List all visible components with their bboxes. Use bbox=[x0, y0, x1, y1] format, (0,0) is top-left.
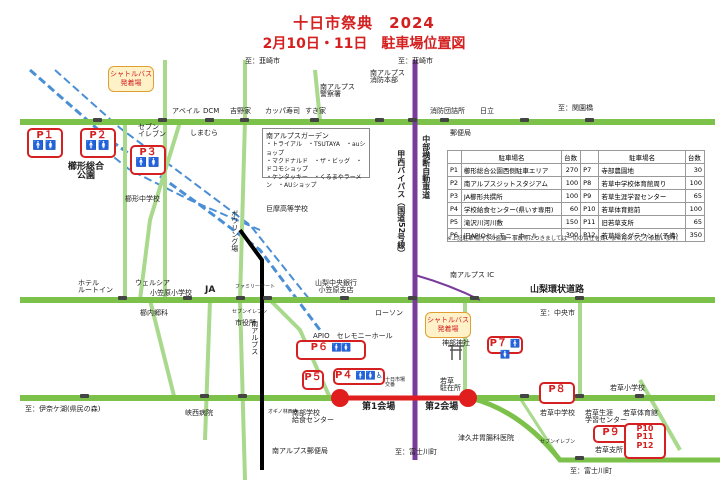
parking-p7[interactable]: P７ 🚹🚺 bbox=[487, 336, 523, 359]
toilet-icon: 🚹🚺♿ bbox=[355, 371, 383, 380]
hitachi-label: 日立 bbox=[480, 107, 494, 115]
school-center-label: 南部学校 給食センター bbox=[292, 409, 334, 424]
parking-p8[interactable]: P８ bbox=[539, 382, 575, 404]
post-label: 郵便局 bbox=[450, 129, 471, 137]
traffic-signals bbox=[80, 118, 644, 460]
kyosai-hospital-label: 峡西病院 bbox=[185, 409, 213, 417]
table-header-row: 駐車場名台数 駐車場名台数 bbox=[447, 150, 706, 164]
nishi-label: 櫛内郷科 bbox=[140, 309, 168, 317]
highway-label: 中部横断自動車道 bbox=[421, 135, 431, 199]
ogino-label: オギノ林西店 bbox=[268, 409, 298, 415]
family-label: ファミリーマート bbox=[235, 284, 276, 290]
shuttle-stop-south[interactable]: シャトルバス発着場 bbox=[425, 312, 471, 338]
apio-label: APIO セレモニーホール bbox=[313, 332, 393, 340]
shuttle-stop-north[interactable]: シャトルバス発着場 bbox=[108, 66, 154, 92]
table-note: ※上記駐車場内での盗難・事故等につきましては一切の責任を負いませんのでご了承願い… bbox=[447, 236, 682, 242]
toilet-icon: 🚹🚺 bbox=[85, 141, 111, 151]
police-label: 南アルプス 警察署 bbox=[320, 83, 355, 98]
seven2-label: セブンイレブン bbox=[232, 309, 268, 315]
parking-p4[interactable]: P４ 🚹🚺♿ bbox=[333, 368, 385, 385]
bypass-label: 甲西バイパス（国道52号線） bbox=[396, 150, 406, 258]
map-subtitle: 2月10日・11日 駐車場位置図 bbox=[262, 36, 466, 52]
fire-label: 南アルプス 消防本部 bbox=[370, 69, 405, 84]
venue-1-label: 第1会場 bbox=[362, 402, 396, 412]
wakakusa-koban-label: 若草 駐在所 bbox=[440, 377, 461, 392]
city-hall-label: 市役所 bbox=[235, 319, 256, 327]
road bbox=[203, 299, 212, 441]
map-title: 十日市祭典 2024 bbox=[293, 14, 435, 32]
seven3-label: セブンイレブン bbox=[540, 439, 576, 445]
seven-label: セブン イレブン bbox=[138, 123, 166, 138]
bank-label: 山梨中央銀行 小笠原支店 bbox=[315, 279, 357, 294]
road bbox=[638, 379, 682, 451]
venue-1-marker bbox=[331, 389, 349, 407]
shoboudan-label: 消防団詰所 bbox=[430, 107, 465, 115]
parking-p10-p12[interactable]: P10 P11 P12 bbox=[624, 423, 666, 459]
garden-title: 南アルプスガーデン bbox=[266, 132, 329, 140]
venue-2-label: 第2会場 bbox=[425, 402, 459, 412]
to-nirasaki-label-2: 至：韮崎市 bbox=[398, 57, 433, 65]
road bbox=[237, 60, 247, 481]
minami-alps-garden-box: 南アルプスガーデン ・トライアル ・TSUTAYA ・auショップ ・マクドナル… bbox=[262, 128, 370, 189]
parking-p6[interactable]: P６ 🚹🚺 bbox=[296, 340, 366, 360]
kosugi-label: 小笠原小学校 bbox=[150, 289, 192, 297]
railway bbox=[238, 228, 264, 470]
shrine-icon bbox=[448, 345, 464, 360]
lawson-label: ローソン bbox=[375, 309, 403, 317]
toilet-icon: 🚹🚺 bbox=[331, 343, 352, 352]
parking-p2[interactable]: P２🚹🚺 bbox=[80, 128, 116, 158]
road bbox=[313, 69, 322, 121]
river bbox=[54, 69, 311, 301]
minami-post-label: 南アルプス郵便局 bbox=[272, 447, 328, 455]
wakakusa-jhs-label: 若草中学校 bbox=[540, 409, 575, 417]
sukiya-label: すき家 bbox=[305, 107, 326, 115]
kushigata-park-label: 櫛形総合 公園 bbox=[68, 162, 105, 181]
to-ina-label: 至：伊奈ケ湖(県民の森) bbox=[25, 405, 101, 413]
toilet-icon: 🚹🚺 bbox=[500, 339, 521, 359]
venue-2-marker bbox=[459, 389, 477, 407]
kappa-label: カッパ寿司 bbox=[265, 107, 300, 115]
hotel-label: ホテル ルートイン bbox=[78, 279, 113, 294]
shimamura-label: しまむら bbox=[190, 129, 218, 137]
toilet-icon: 🚹🚺 bbox=[135, 158, 161, 168]
toilet-icon: 🚹🚺 bbox=[32, 141, 58, 151]
wakakusa-gym-label: 若草体育館 bbox=[623, 409, 658, 417]
to-nirasaki-label: 至：韮崎市 bbox=[245, 57, 280, 65]
to-fujikawa-label-2: 至：富士川町 bbox=[570, 467, 612, 475]
road bbox=[148, 299, 177, 401]
wakakusa-shisho-label: 若草支所 bbox=[595, 446, 623, 454]
yoshinoya-label: 吉野家 bbox=[230, 107, 251, 115]
road bbox=[138, 121, 182, 301]
parking-p5[interactable]: P５ bbox=[302, 370, 324, 390]
parking-p1[interactable]: P１🚹🚺 bbox=[27, 128, 63, 158]
tsukui-label: 津久井胃腸科医院 bbox=[458, 434, 514, 442]
wakakusa-center-label: 若草生涯 学習センター bbox=[585, 409, 627, 424]
kose-hs-label: 巨摩高等学校 bbox=[266, 205, 308, 213]
to-fujikawa-label: 至：富士川町 bbox=[395, 448, 437, 456]
koban-label: 十日市場 交番 bbox=[385, 377, 406, 388]
kushigata-jhs-label: 櫛形中学校 bbox=[125, 195, 160, 203]
parking-p3[interactable]: P３🚹🚺 bbox=[130, 145, 166, 175]
bowling-label: ボウリング場 bbox=[230, 210, 239, 252]
to-chuo-label: 至：中央市 bbox=[540, 309, 575, 317]
apeiru-label: アベイル bbox=[172, 107, 200, 115]
railway-label: 南アルプス bbox=[250, 320, 259, 355]
ja-label: JA bbox=[205, 285, 216, 295]
main-road bbox=[469, 395, 720, 463]
welcia-label: ウェルシア bbox=[135, 279, 170, 287]
ic-label: 南アルプス IC bbox=[450, 271, 495, 279]
shrine-label: 神部神社 bbox=[442, 339, 470, 347]
to-sekien-label: 至：関園橋 bbox=[558, 104, 593, 112]
wakakusa-ps-label: 若草小学校 bbox=[610, 384, 645, 392]
dcm-label: DCM bbox=[203, 107, 220, 115]
kanjo-road-label: 山梨環状道路 bbox=[530, 285, 585, 295]
